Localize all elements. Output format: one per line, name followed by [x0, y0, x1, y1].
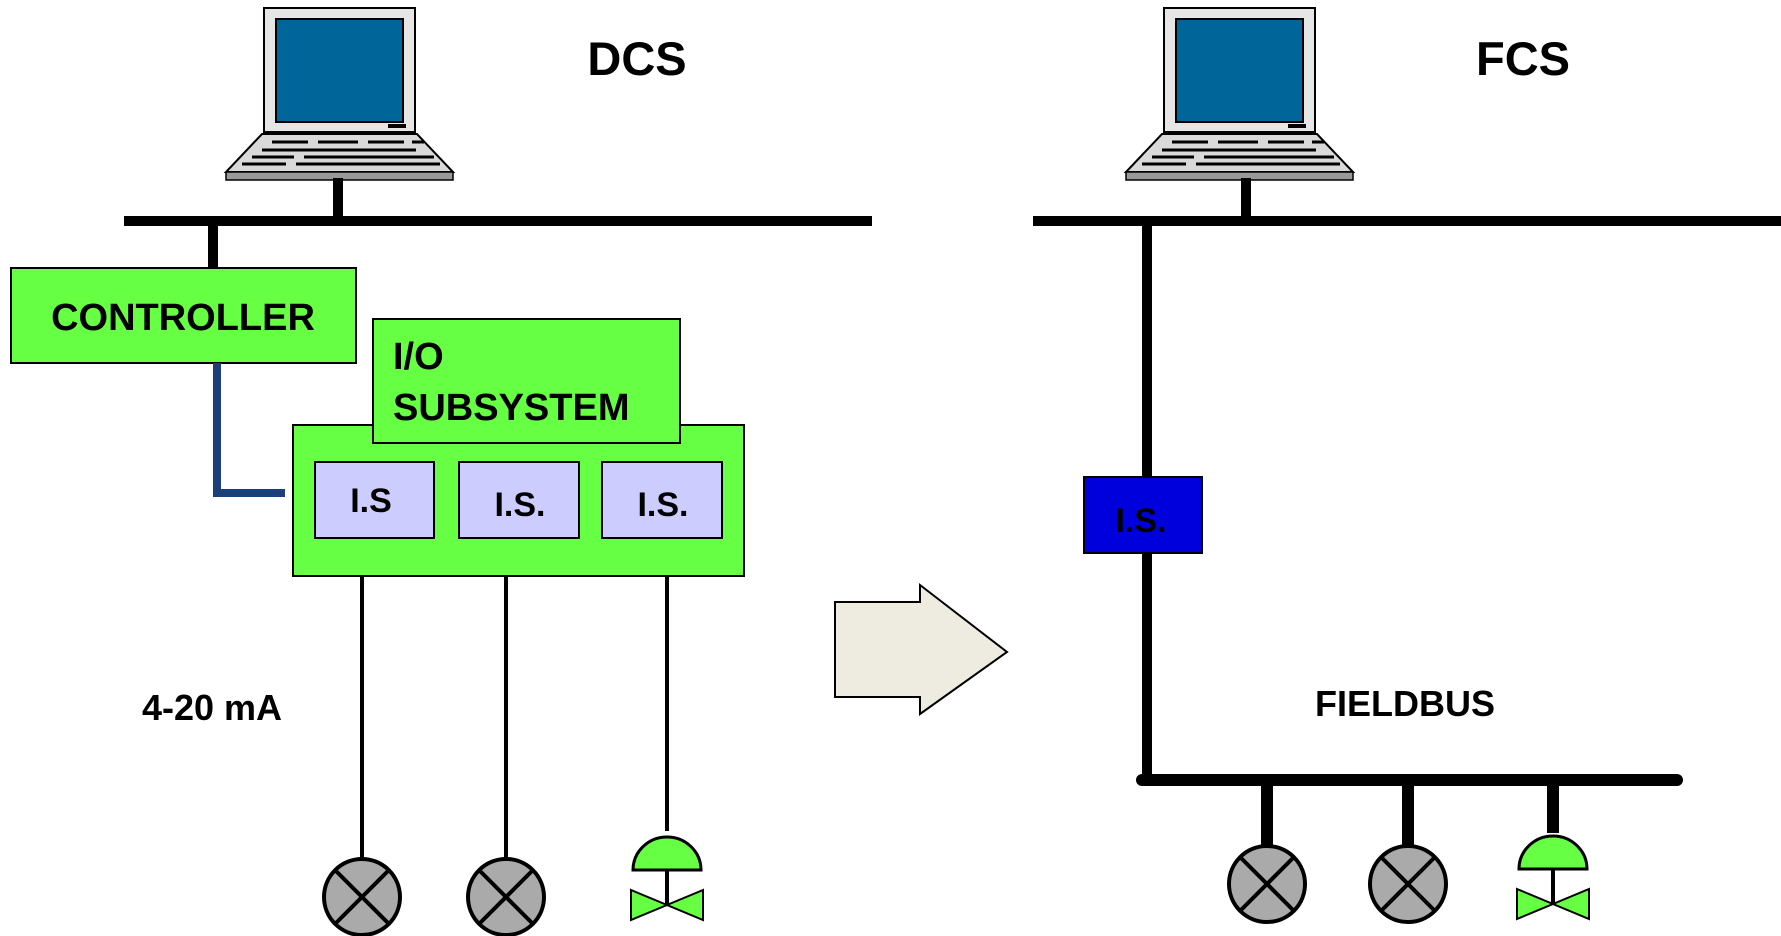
- dcs-transmitter-2-icon: [466, 857, 546, 936]
- io-label-line2: SUBSYSTEM: [393, 387, 629, 429]
- controller-label: CONTROLLER: [51, 297, 315, 339]
- is-card-2-label: I.S.: [494, 486, 545, 524]
- transition-arrow-icon: [834, 582, 1009, 716]
- dcs-control-valve-icon: [629, 835, 705, 922]
- io-subsystem-box: [372, 318, 681, 444]
- fieldbus-label: FIELDBUS: [1315, 683, 1495, 724]
- signal-label: 4-20 mA: [142, 687, 282, 728]
- dcs-section: DCS CONTROLLER I/O SUBSYSTEM I.S I.S. I.…: [10, 6, 872, 936]
- is-card-3: [601, 461, 723, 539]
- is-card-3-label: I.S.: [637, 486, 688, 524]
- dcs-title: DCS: [587, 32, 686, 85]
- fcs-transmitter-2-icon: [1368, 844, 1448, 924]
- fcs-control-valve-icon: [1515, 834, 1591, 921]
- is-card-1: [314, 461, 435, 539]
- controller-io-link: [213, 363, 285, 497]
- is-card-1-label: I.S: [350, 482, 392, 520]
- controller-box: [10, 267, 357, 364]
- is-card-2: [458, 461, 580, 539]
- io-label-line1: I/O: [393, 336, 444, 378]
- fcs-is-barrier: [1083, 476, 1203, 554]
- fcs-is-label: I.S.: [1115, 502, 1166, 540]
- fcs-computer-icon: [1124, 6, 1355, 182]
- dcs-transmitter-1-icon: [322, 857, 402, 936]
- dcs-computer-icon: [224, 6, 455, 182]
- fcs-title: FCS: [1476, 32, 1570, 85]
- fcs-transmitter-1-icon: [1227, 844, 1307, 924]
- fcs-section: FCS I.S. FIELDBUS: [1033, 6, 1781, 924]
